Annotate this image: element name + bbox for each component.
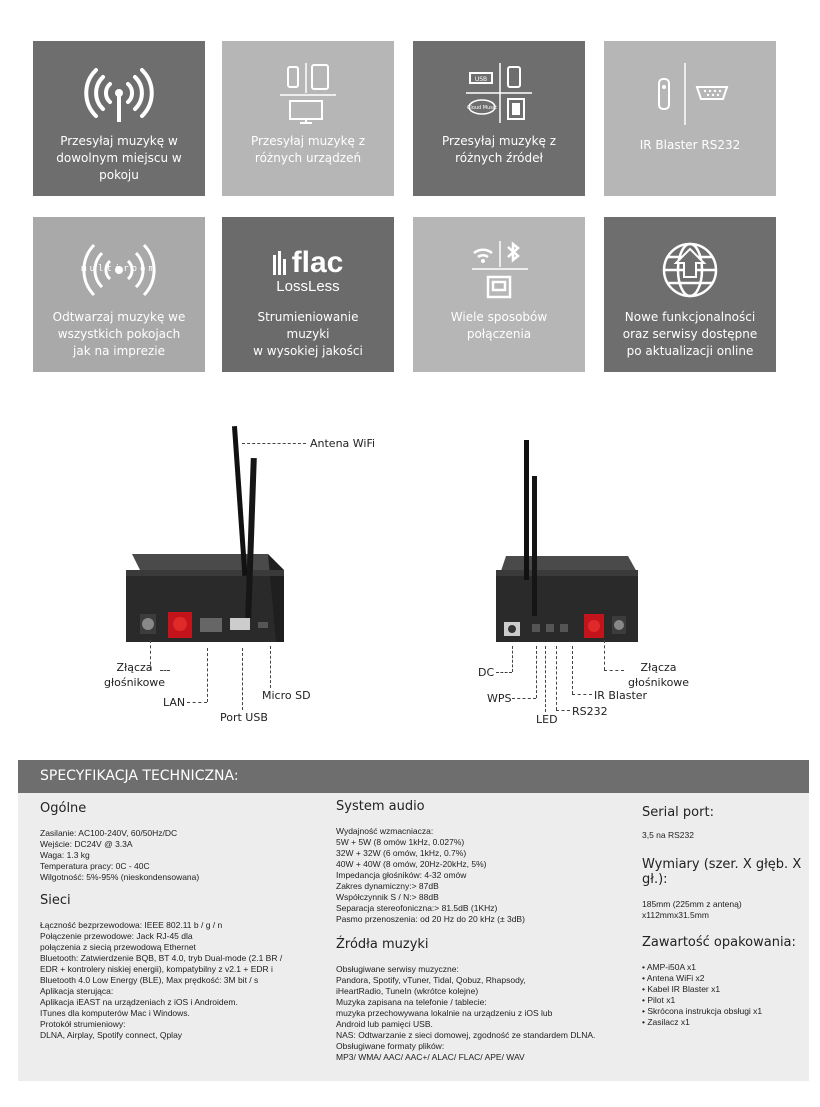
feature-tile-7: Wiele sposobów połączenia: [413, 217, 585, 372]
spec-body: Ogólne Zasilanie: AC100-240V, 60/50Hz/DC…: [18, 793, 809, 1081]
feature-tile-8: Nowe funkcjonalności oraz serwisy dostęp…: [604, 217, 776, 372]
ir-rs232-icon: [604, 55, 776, 133]
sources-icon: USB Cloud Music: [413, 55, 585, 133]
spec-serial-text: 3,5 na RS232: [642, 830, 694, 840]
label-dc: DC: [478, 666, 495, 679]
spec-sources-heading: Źródła muzyki: [336, 937, 429, 952]
spec-title: SPECYFIKACJA TECHNICZNA:: [18, 760, 809, 793]
feature-tile-5: multiroom Odtwarzaj muzykę we wszystkich…: [33, 217, 205, 372]
spec-col-2: System audio Wydajność wzmacniacza: 5W +…: [336, 793, 636, 1063]
device-front-image: [118, 418, 298, 650]
antenna-leader: [242, 443, 306, 444]
wifi-signal-icon: [33, 55, 205, 133]
feature-caption: Odtwarzaj muzykę we wszystkich pokojach …: [52, 310, 186, 358]
wifi-bluetooth-ethernet-icon: [413, 231, 585, 309]
label-speaker-right: Złącza głośnikowe: [628, 661, 690, 689]
label-rs232: RS232: [572, 705, 608, 718]
feature-caption: Strumieniowanie muzyki w wysokiej jakośc…: [253, 310, 363, 358]
spec-col-3: Serial port: 3,5 na RS232 Wymiary (szer.…: [642, 793, 809, 1028]
spec-box-heading: Zawartość opakowania:: [642, 935, 796, 950]
spec-dims-heading: Wymiary (szer. X głęb. X gł.):: [642, 857, 802, 887]
usb-label: USB: [475, 76, 487, 83]
spec-general-text: Zasilanie: AC100-240V, 60/50Hz/DC Wejści…: [40, 828, 200, 882]
spec-audio-heading: System audio: [336, 799, 425, 814]
lossless-text: LossLess: [276, 277, 340, 295]
feature-caption: Przesyłaj muzykę w dowolnym miejscu w po…: [56, 134, 182, 182]
update-globe-icon: [604, 231, 776, 309]
feature-caption: Przesyłaj muzykę z różnych urządzeń: [250, 134, 366, 165]
spec-general-heading: Ogólne: [40, 801, 87, 816]
cloud-music-label: Cloud Music: [467, 105, 497, 111]
feature-caption: Przesyłaj muzykę z różnych źródeł: [441, 134, 557, 165]
multiroom-icon: multiroom: [33, 231, 205, 309]
feature-tile-2: Przesyłaj muzykę z różnych urządzeń: [222, 41, 394, 196]
label-speaker-left: Złącza głośnikowe: [104, 661, 166, 689]
spec-dims-text: 185mm (225mm z anteną) x112mmx31.5mm: [642, 899, 742, 920]
feature-caption: Nowe funkcjonalności oraz serwisy dostęp…: [622, 310, 758, 358]
multiroom-text: multiroom: [81, 264, 157, 274]
label-led: LED: [536, 713, 558, 726]
spec-network-heading: Sieci: [40, 893, 71, 908]
device-back-image: [488, 436, 648, 656]
spec-audio-text: Wydajność wzmacniacza: 5W + 5W (8 omów 1…: [336, 826, 525, 924]
feature-tile-4: IR Blaster RS232: [604, 41, 776, 196]
spec-sources-text: Obsługiwane serwisy muzyczne: Pandora, S…: [336, 964, 596, 1062]
devices-icon: [222, 55, 394, 133]
feature-caption: Wiele sposobów połączenia: [450, 310, 548, 341]
spec-network-text: Łączność bezprzewodowa: IEEE 802.11 b / …: [40, 920, 283, 1040]
speaker-leader: [150, 640, 151, 670]
label-microsd: Micro SD: [262, 689, 311, 702]
usb-leader: [242, 648, 243, 710]
lan-leader: [207, 648, 208, 702]
spec-serial-heading: Serial port:: [642, 805, 714, 820]
label-ir-blaster: IR Blaster: [594, 689, 648, 702]
flac-icon: flac LossLess: [222, 231, 394, 309]
label-antenna: Antena WiFi: [310, 437, 376, 450]
label-wps: WPS: [487, 692, 512, 705]
flac-logo-text: flac: [291, 245, 344, 279]
feature-caption: IR Blaster RS232: [639, 138, 741, 152]
label-usb: Port USB: [220, 711, 268, 724]
spec-col-1: Ogólne Zasilanie: AC100-240V, 60/50Hz/DC…: [40, 793, 330, 1041]
label-lan: LAN: [163, 696, 186, 709]
feature-tile-3: USB Cloud Music Przesyłaj muzykę z różny…: [413, 41, 585, 196]
microsd-leader: [270, 646, 271, 688]
spec-box-text: • AMP-i50A x1 • Antena WiFi x2 • Kabel I…: [642, 962, 763, 1027]
feature-tile-6: flac LossLess Strumieniowanie muzyki w w…: [222, 217, 394, 372]
feature-tile-1: Przesyłaj muzykę w dowolnym miejscu w po…: [33, 41, 205, 196]
